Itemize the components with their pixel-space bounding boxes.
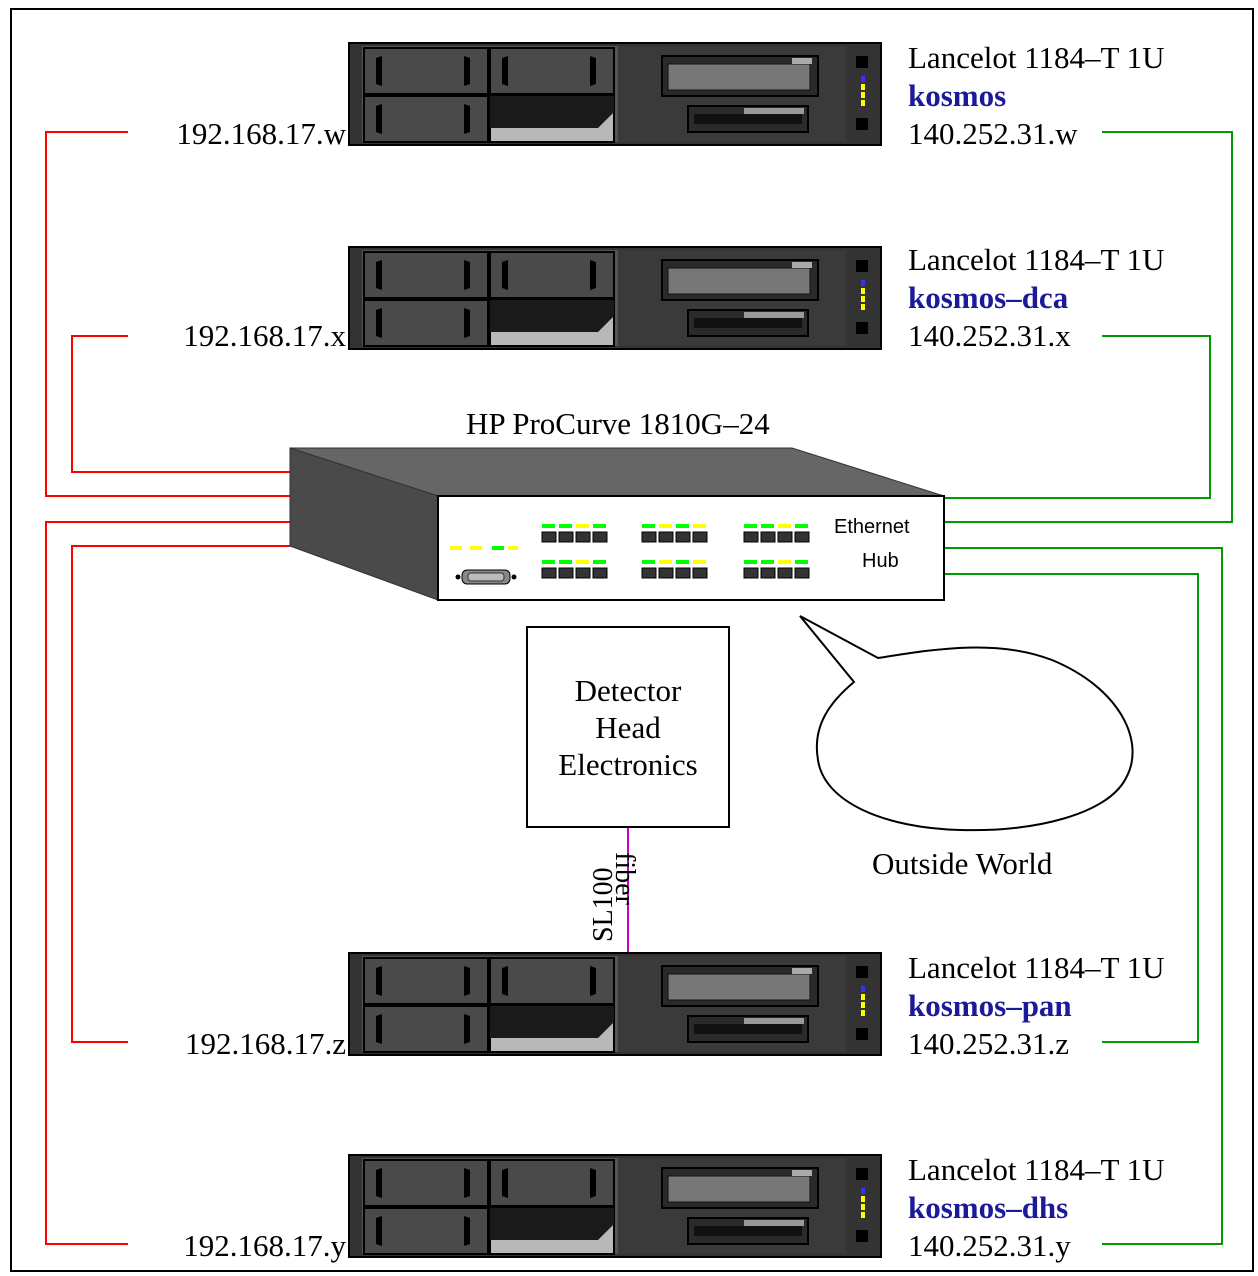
ethernet-port-icon [592, 531, 608, 543]
link-private-w [45, 131, 290, 497]
ethernet-port-icon [658, 567, 674, 579]
detector-label-line: Detector [574, 672, 682, 708]
link-private-x [71, 335, 290, 473]
server-public-ip: 140.252.31.z [908, 1026, 1070, 1061]
server-hostname: kosmos–dhs [908, 1190, 1069, 1225]
ethernet-port-icon [743, 531, 759, 543]
server-public-ip: 140.252.31.x [908, 318, 1071, 353]
link-private-y [45, 521, 290, 1245]
server-model-label: Lancelot 1184–T 1U [908, 950, 1165, 985]
ethernet-port-icon [575, 531, 591, 543]
detector-label-line: Head [595, 709, 661, 745]
link-public-w [944, 131, 1233, 523]
ethernet-port-icon [760, 531, 776, 543]
ethernet-port-icon [658, 531, 674, 543]
link-private-z [71, 545, 290, 1043]
server-private-ip: 192.168.17.x [183, 318, 346, 353]
ethernet-port-icon [558, 567, 574, 579]
fiber-label-fiber: fiber [609, 852, 640, 905]
server-kosmos-dca [348, 246, 882, 350]
server-kosmos [348, 42, 882, 146]
switch-front-panel [437, 495, 945, 601]
ethernet-port-icon [675, 531, 691, 543]
switch-title: HP ProCurve 1810G–24 [466, 406, 770, 441]
server-model-label: Lancelot 1184–T 1U [908, 1152, 1165, 1187]
ethernet-port-icon [794, 567, 810, 579]
server-public-ip: 140.252.31.w [908, 116, 1078, 151]
ethernet-port-icon [777, 531, 793, 543]
detector-head-box: Detector Head Electronics [526, 626, 730, 828]
server-private-ip: 192.168.17.w [176, 116, 346, 151]
ethernet-port-icon [641, 567, 657, 579]
link-public-x [944, 335, 1211, 499]
server-private-ip: 192.168.17.y [183, 1228, 346, 1263]
switch-ports [541, 524, 810, 579]
server-model-label: Lancelot 1184–T 1U [908, 40, 1165, 75]
ethernet-port-icon [541, 567, 557, 579]
private-network-links [45, 131, 290, 1245]
ethernet-port-icon [692, 531, 708, 543]
ethernet-port-icon [777, 567, 793, 579]
ethernet-port-icon [592, 567, 608, 579]
outside-world-cloud [799, 615, 1134, 832]
ethernet-port-icon [641, 531, 657, 543]
server-hostname: kosmos [908, 78, 1007, 113]
ethernet-switch-icon [289, 447, 945, 601]
server-model-label: Lancelot 1184–T 1U [908, 242, 1165, 277]
link-public-y [944, 547, 1223, 1245]
ethernet-port-icon [575, 567, 591, 579]
detector-label-line: Electronics [558, 746, 698, 782]
link-public-z [944, 573, 1199, 1043]
server-kosmos-dhs [348, 1154, 882, 1258]
public-network-links [944, 131, 1233, 1245]
server-public-ip: 140.252.31.y [908, 1228, 1071, 1263]
ethernet-port-icon [558, 531, 574, 543]
outside-world-label: Outside World [872, 846, 1053, 881]
hub-label-ethernet: Ethernet [834, 516, 910, 538]
ethernet-port-icon [743, 567, 759, 579]
ethernet-port-icon [794, 531, 810, 543]
server-hostname: kosmos–pan [908, 988, 1072, 1023]
ethernet-port-icon [760, 567, 776, 579]
hub-label-hub: Hub [862, 550, 899, 572]
ethernet-port-icon [692, 567, 708, 579]
server-private-ip: 192.168.17.z [184, 1026, 346, 1061]
server-hostname: kosmos–dca [908, 280, 1069, 315]
serial-port-icon [455, 569, 517, 585]
ethernet-port-icon [541, 531, 557, 543]
server-kosmos-pan [348, 952, 882, 1056]
ethernet-port-icon [675, 567, 691, 579]
diagram-frame [10, 8, 1254, 1272]
